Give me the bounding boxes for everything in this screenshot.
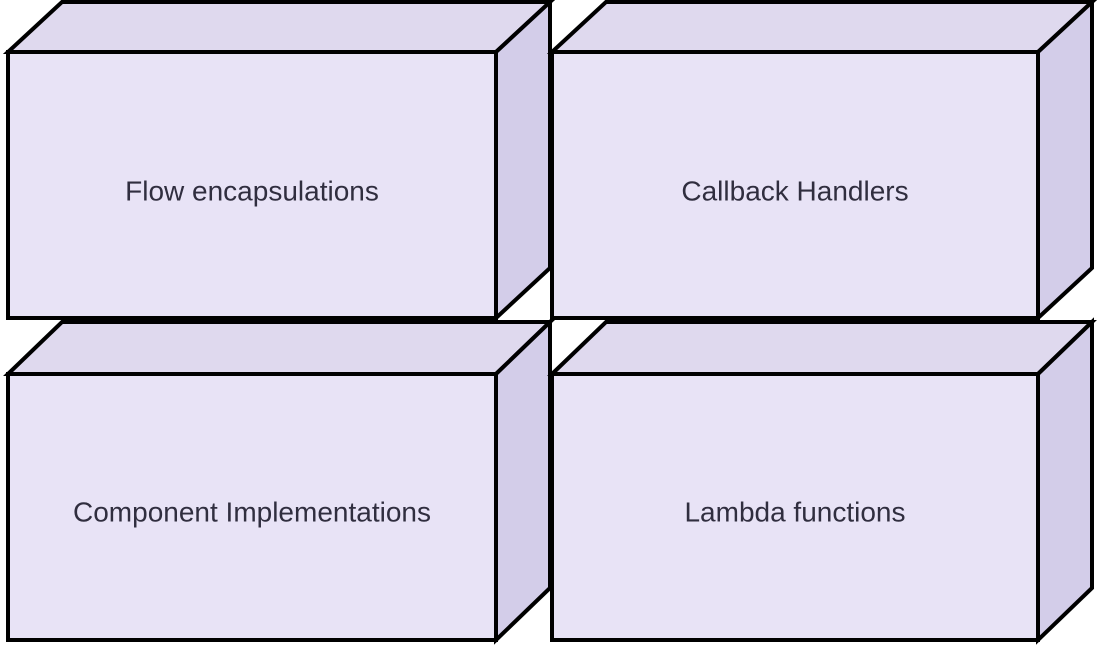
box-front-face [6,372,498,642]
box-top-face [3,320,555,376]
box-side-face [1036,0,1094,323]
box-side-face [1036,317,1094,645]
box-side-face [494,317,552,645]
box-front-face [6,50,498,320]
box-front-face [550,372,1040,642]
node-flow-encapsulations: Flow encapsulations [2,0,556,323]
box-top-face [546,0,1098,54]
node-label: Flow encapsulations [125,176,379,207]
node-label: Lambda functions [684,497,905,528]
node-component-implementations: Component Implementations [3,317,555,645]
node-callback-handlers: Callback Handlers [546,0,1098,323]
node-lambda-functions: Lambda functions [547,317,1097,645]
box-top-face [547,320,1097,376]
box-top-face [2,0,556,54]
box-side-face [494,0,552,323]
node-label: Callback Handlers [681,176,908,207]
box-front-face [550,50,1040,320]
node-label: Component Implementations [73,497,431,528]
